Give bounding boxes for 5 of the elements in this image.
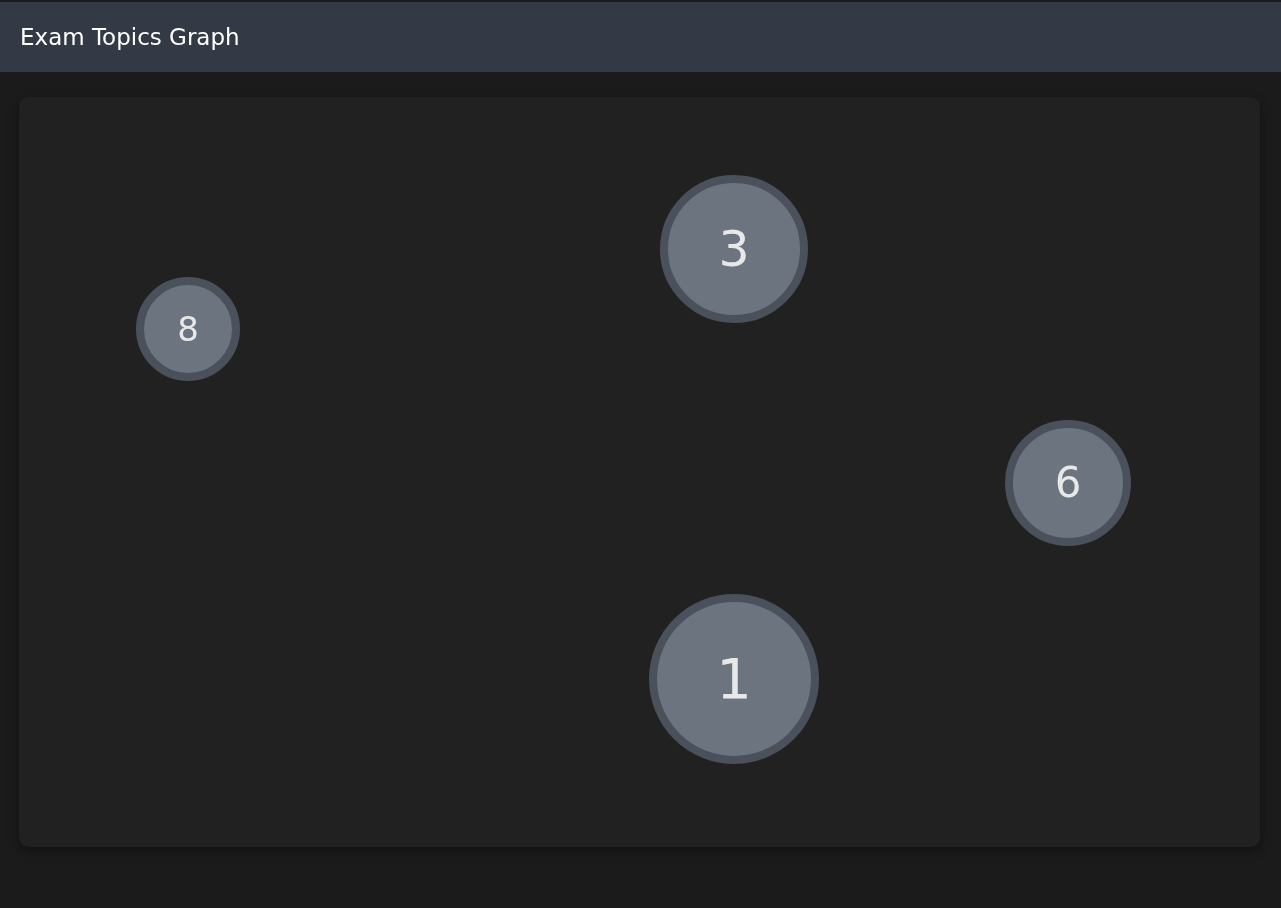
node-number: 1 — [716, 651, 752, 707]
page-title: Exam Topics Graph — [20, 23, 240, 52]
node-number: 6 — [1054, 462, 1082, 504]
node-number: 3 — [718, 224, 750, 274]
node-number: 8 — [177, 312, 199, 346]
